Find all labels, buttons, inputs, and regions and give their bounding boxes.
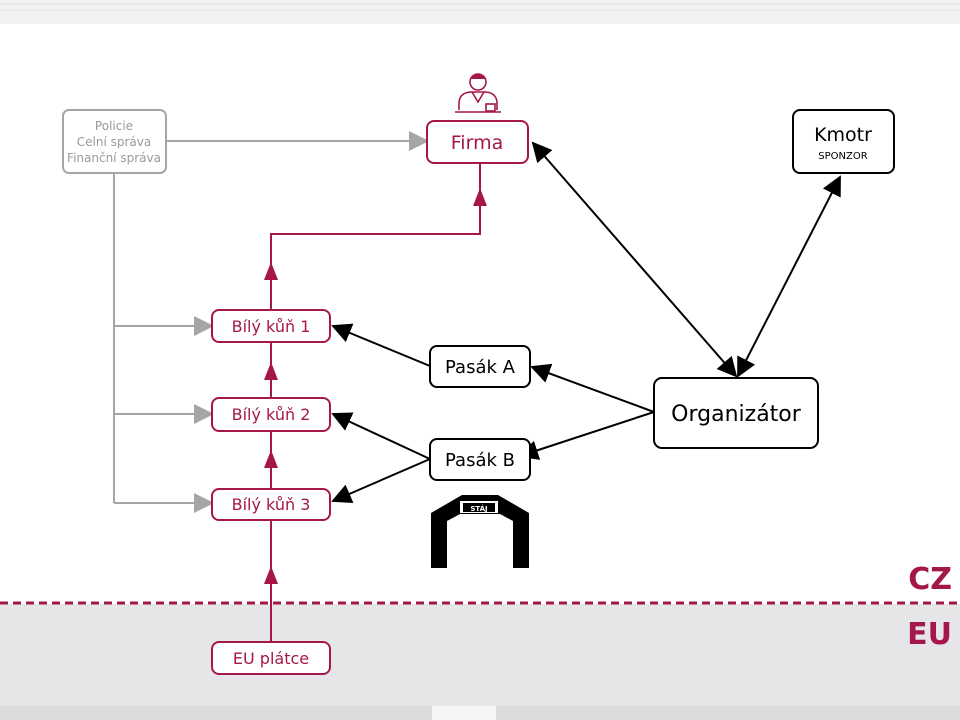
bily-kun-2-label: Bílý kůň 2 (232, 405, 311, 424)
kmotr-node: Kmotr SPONZOR (792, 109, 895, 174)
businessman-icon (455, 73, 501, 113)
eu-region (0, 604, 960, 720)
top-band (0, 0, 960, 24)
region-label-eu: EU (907, 617, 952, 652)
organizator-node: Organizátor (653, 377, 819, 449)
bily-kun-2-node: Bílý kůň 2 (211, 397, 331, 432)
authority-financial: Finanční správa (67, 151, 161, 165)
organizer-connectors (331, 141, 841, 504)
pasak-b-label: Pasák B (445, 450, 515, 471)
bily-kun-1-label: Bílý kůň 1 (232, 317, 311, 336)
kmotr-subtitle: SPONZOR (818, 151, 867, 162)
authority-police: Policie (95, 119, 133, 133)
stable-gate-icon: STÁJ (431, 495, 529, 568)
region-label-cz: CZ (908, 562, 952, 597)
bily-kun-1-node: Bílý kůň 1 (211, 309, 331, 343)
eu-platce-node: EU plátce (211, 641, 331, 675)
firma-label: Firma (451, 132, 503, 154)
authorities-box: Policie Celní správa Finanční správa (62, 109, 167, 174)
authority-connectors (113, 131, 429, 513)
bily-kun-3-node: Bílý kůň 3 (211, 488, 331, 521)
money-flow-arrowheads (264, 188, 487, 584)
pasak-b-node: Pasák B (429, 438, 531, 481)
stable-sign-label: STÁJ (470, 504, 487, 513)
kmotr-title: Kmotr (814, 124, 872, 146)
pasak-a-node: Pasák A (429, 345, 531, 388)
pasak-a-label: Pasák A (445, 357, 516, 378)
bily-kun-3-label: Bílý kůň 3 (232, 495, 311, 514)
eu-platce-label: EU plátce (233, 649, 309, 668)
organizator-label: Organizátor (671, 402, 802, 427)
authority-customs: Celní správa (77, 135, 151, 149)
firma-node: Firma (426, 120, 529, 164)
